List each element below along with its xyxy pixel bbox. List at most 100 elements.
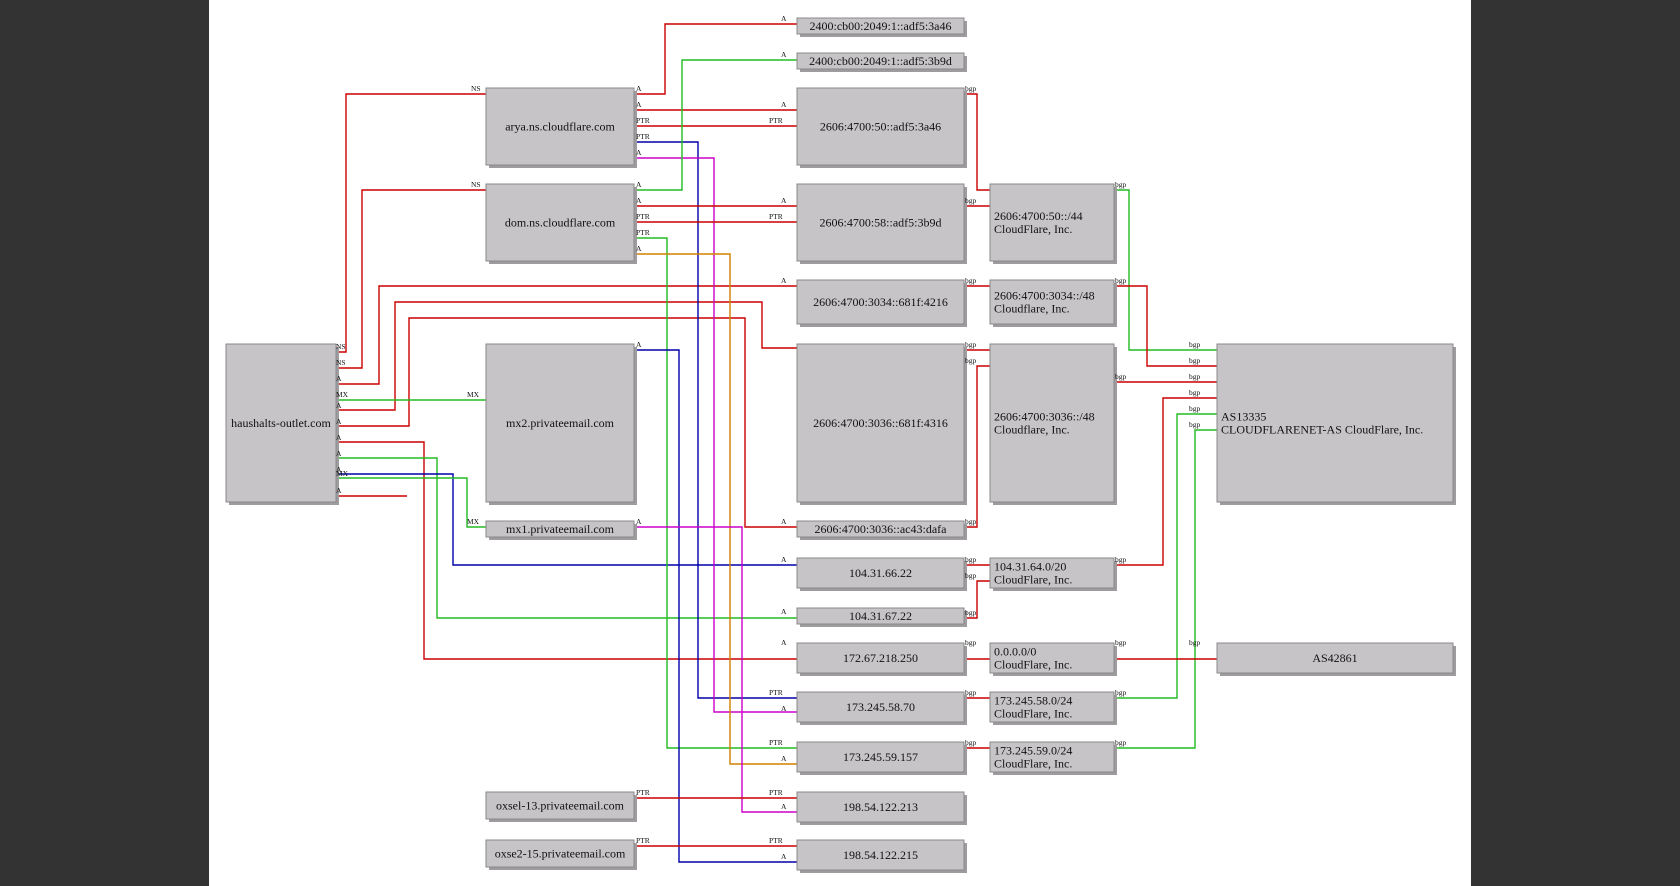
node-mx1[interactable]: mx1.privateemail.com bbox=[485, 520, 637, 540]
node-label: 172.67.218.250 bbox=[843, 651, 918, 665]
edge-bgp-50 bbox=[964, 93, 990, 191]
edge-label: A bbox=[781, 14, 787, 23]
edge-label: PTR bbox=[636, 132, 650, 141]
edge-a-104-67 bbox=[336, 457, 797, 619]
node-label: 104.31.64.0/20 bbox=[994, 560, 1066, 574]
node-box bbox=[989, 183, 1115, 262]
node-dom-ns[interactable]: dom.ns.cloudflare.com bbox=[485, 183, 637, 264]
edge-label: A bbox=[781, 100, 787, 109]
edge-label: MX bbox=[336, 390, 349, 399]
edge-label: NS bbox=[336, 358, 346, 367]
edge-dom-a-173-157 bbox=[634, 253, 797, 765]
node-label: 198.54.122.213 bbox=[843, 800, 918, 814]
edge-label: PTR bbox=[636, 116, 650, 125]
node-ip-173-70[interactable]: 173.245.58.70 bbox=[796, 691, 967, 725]
node-ip-3a46[interactable]: 2400:cb00:2049:1::adf5:3a46 bbox=[796, 17, 967, 37]
edge-bgp-ac43 bbox=[964, 365, 990, 528]
node-box bbox=[796, 607, 965, 625]
node-box bbox=[989, 557, 1115, 589]
edge-label: bgp bbox=[1189, 372, 1201, 381]
edge-label: PTR bbox=[769, 116, 783, 125]
node-ip-3036[interactable]: 2606:4700:3036::681f:4316 bbox=[796, 343, 967, 505]
node-label: oxsel-13.privateemail.com bbox=[496, 799, 625, 813]
node-box bbox=[485, 839, 635, 868]
edge-label: PTR bbox=[769, 738, 783, 747]
node-box bbox=[796, 52, 965, 70]
edge-label: A bbox=[781, 607, 787, 616]
node-label: 198.54.122.215 bbox=[843, 848, 918, 862]
node-box bbox=[1216, 642, 1454, 674]
edge-label: bgp bbox=[1189, 356, 1201, 365]
node-oxse2[interactable]: oxse2-15.privateemail.com bbox=[485, 839, 637, 870]
node-domain[interactable]: haushalts-outlet.com bbox=[225, 343, 339, 505]
edge-mx2-a-198-215 bbox=[634, 349, 797, 863]
node-ip-58-3b9d[interactable]: 2606:4700:58::adf5:3b9d bbox=[796, 183, 967, 264]
node-label: 2606:4700:50::adf5:3a46 bbox=[820, 120, 941, 134]
edge-label: bgp bbox=[965, 608, 977, 617]
node-box bbox=[796, 741, 965, 773]
node-label: 2606:4700:58::adf5:3b9d bbox=[820, 216, 942, 230]
edge-arya-a-3a46 bbox=[634, 23, 797, 95]
node-box bbox=[485, 183, 635, 262]
node-box bbox=[796, 520, 965, 538]
node-ip-173-157[interactable]: 173.245.59.157 bbox=[796, 741, 967, 775]
node-label: mx2.privateemail.com bbox=[506, 416, 615, 430]
edges-layer bbox=[336, 23, 1217, 863]
edge-label: A bbox=[636, 196, 642, 205]
edge-label: A bbox=[781, 802, 787, 811]
node-arya-ns[interactable]: arya.ns.cloudflare.com bbox=[485, 87, 637, 168]
edge-label: A bbox=[636, 517, 642, 526]
edge-label: A bbox=[781, 852, 787, 861]
node-label: 2400:cb00:2049:1::adf5:3a46 bbox=[810, 19, 952, 33]
node-ip-50-3a46[interactable]: 2606:4700:50::adf5:3a46 bbox=[796, 87, 967, 168]
node-label: 173.245.59.0/24 bbox=[994, 744, 1072, 758]
node-box bbox=[989, 741, 1115, 773]
edge-mx1-a-198-213 bbox=[634, 526, 797, 813]
edge-label: bgp bbox=[965, 517, 977, 526]
edge-label: PTR bbox=[769, 688, 783, 697]
node-label: 2606:4700:3034::681f:4216 bbox=[813, 295, 948, 309]
edge-as-3034 bbox=[1114, 285, 1217, 367]
edge-label: PTR bbox=[769, 788, 783, 797]
node-as42861[interactable]: AS42861 bbox=[1216, 642, 1456, 676]
node-ip-104-66[interactable]: 104.31.66.22 bbox=[796, 557, 967, 591]
edge-label: bgp bbox=[1189, 340, 1201, 349]
node-box bbox=[485, 520, 635, 538]
node-box bbox=[796, 839, 965, 871]
edge-as-104 bbox=[1114, 397, 1217, 566]
node-box bbox=[796, 87, 965, 166]
node-label: oxse2-15.privateemail.com bbox=[495, 847, 626, 861]
edge-arya-ptr-173-70 bbox=[634, 141, 797, 699]
node-label: mx1.privateemail.com bbox=[506, 522, 615, 536]
node-box bbox=[485, 87, 635, 166]
node-label: 173.245.59.157 bbox=[843, 750, 918, 764]
node-ip-198-213[interactable]: 198.54.122.213 bbox=[796, 791, 967, 825]
node-ip-3034[interactable]: 2606:4700:3034::681f:4216 bbox=[796, 279, 967, 327]
node-mx2[interactable]: mx2.privateemail.com bbox=[485, 343, 637, 505]
node-oxsel[interactable]: oxsel-13.privateemail.com bbox=[485, 791, 637, 822]
edge-label: PTR bbox=[769, 836, 783, 845]
node-label: 104.31.66.22 bbox=[849, 566, 912, 580]
edge-label: A bbox=[636, 180, 642, 189]
node-label: 173.245.58.0/24 bbox=[994, 694, 1072, 708]
node-ip-104-67[interactable]: 104.31.67.22 bbox=[796, 607, 967, 627]
node-ip-172[interactable]: 172.67.218.250 bbox=[796, 642, 967, 676]
edge-ns-dom bbox=[336, 189, 486, 369]
edge-mx-mx1 bbox=[336, 477, 486, 528]
node-label: 0.0.0.0/0 bbox=[994, 645, 1036, 659]
edge-label: A bbox=[336, 433, 342, 442]
node-ip-198-215[interactable]: 198.54.122.215 bbox=[796, 839, 967, 873]
node-box bbox=[989, 691, 1115, 723]
node-ip-3b9d[interactable]: 2400:cb00:2049:1::adf5:3b9d bbox=[796, 52, 967, 72]
node-ip-3036-ac43[interactable]: 2606:4700:3036::ac43:dafa bbox=[796, 520, 967, 540]
nodes-layer: haushalts-outlet.com arya.ns.cloudflare.c… bbox=[225, 17, 1456, 873]
edge-label: bgp bbox=[965, 555, 977, 564]
